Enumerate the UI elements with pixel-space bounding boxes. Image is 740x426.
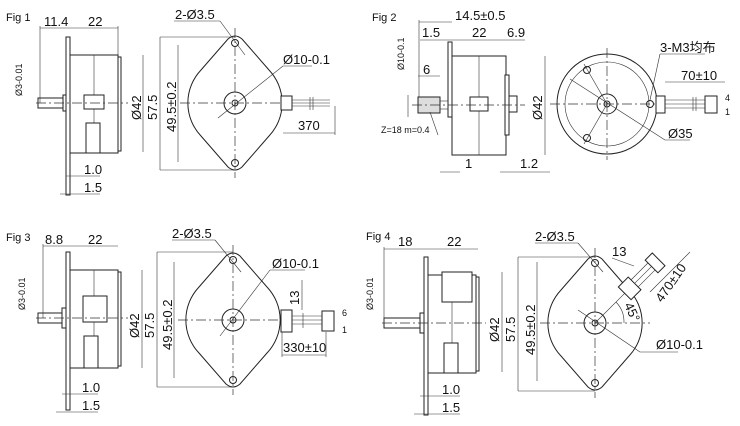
dim-flange-height: 57.5 <box>145 95 160 120</box>
side-view <box>36 36 128 196</box>
front-view: 6 1 49.5±0.2 2-Ø3.5 Ø10-0.1 13 330±10 <box>157 226 347 396</box>
pin-label-first: 1 <box>342 325 347 335</box>
dim-hole-pitch: 49.5±0.2 <box>523 304 538 355</box>
figure-3: Fig 3 8.8 22 Ø3-0.01 Ø42 57.5 1.0 1.5 6 … <box>6 226 347 413</box>
dim-rear: 6.9 <box>507 25 525 40</box>
dim-flange-thickness-2: 1.5 <box>84 180 102 195</box>
dim-shaft-length: 8.8 <box>45 232 63 247</box>
figure-2: Fig 2 14.5±0.5 1.5 22 6.9 Ø10-0.1 6 Z=18… <box>372 8 730 173</box>
dim-flange-height: 57.5 <box>142 313 157 338</box>
dimensions: 11.4 22 Ø3-0.01 Ø42 57.5 1.0 1.5 <box>14 14 161 195</box>
dim-flange-height: 57.5 <box>503 317 518 342</box>
dim-flange-thickness-2: 1.5 <box>442 400 460 415</box>
dim-connector-height: 13 <box>612 244 626 259</box>
pin-label-first: 1 <box>725 107 730 117</box>
dim-gear-dia: Ø10-0.1 <box>396 37 406 70</box>
dim-shaft-length: 18 <box>398 234 412 249</box>
dim-body-dia: Ø42 <box>129 95 144 120</box>
pin-label-last: 6 <box>342 308 347 318</box>
front-view: 49.5±0.2 2-Ø3.5 13 470±10 45° Ø10-0.1 <box>518 229 703 399</box>
dim-mount-holes: 2-Ø3.5 <box>535 229 575 244</box>
gear-spec: Z=18 m=0.4 <box>381 125 430 135</box>
dim-connector-height: 13 <box>287 291 302 305</box>
dim-gear-width: 6 <box>423 62 430 77</box>
dim-mount-holes: 3-M3均布 <box>660 40 716 55</box>
front-view: 4 1 3-M3均布 70±10 Ø35 <box>550 40 730 160</box>
dim-body-length: 22 <box>88 232 102 247</box>
dim-shaft-dia: Ø3-0.01 <box>17 277 27 310</box>
dim-boss-dia: Ø10-0.1 <box>283 52 330 67</box>
dim-body-dia: Ø42 <box>530 95 545 120</box>
dim-lead-length: 330±10 <box>283 340 326 355</box>
dim-flange-thickness: 1.0 <box>442 382 460 397</box>
dimensions: 8.8 22 Ø3-0.01 Ø42 57.5 1.0 1.5 <box>17 232 158 413</box>
dim-overall: 14.5±0.5 <box>455 8 506 23</box>
dim-flange-thickness: 1.0 <box>82 380 100 395</box>
dim-hole-pitch: 49.5±0.2 <box>160 299 175 350</box>
dim-shaft-dia: Ø3-0.01 <box>14 63 24 96</box>
dim-shaft-length: 11.4 <box>44 14 68 29</box>
dimensions: 18 22 Ø3-0.01 Ø42 57.5 1.0 1.5 <box>365 234 519 415</box>
figure-label: Fig 1 <box>6 12 30 24</box>
figure-label: Fig 2 <box>372 12 396 24</box>
figure-label: Fig 3 <box>6 232 30 244</box>
dim-gap: 1.5 <box>422 25 440 40</box>
dim-hole-pitch: 49.5±0.2 <box>164 81 179 132</box>
dim-flange-thickness: 1.0 <box>84 162 102 177</box>
side-view: 14.5±0.5 1.5 22 6.9 Ø10-0.1 6 Z=18 m=0.4… <box>381 8 550 173</box>
side-view <box>36 251 128 411</box>
dim-rear-thickness: 1.2 <box>520 156 538 171</box>
dim-mount-holes: 2-Ø3.5 <box>175 7 215 22</box>
dim-boss-dia: Ø10-0.1 <box>272 256 319 271</box>
dim-body-dia: Ø42 <box>487 317 502 342</box>
figure-4: Fig 4 18 22 Ø3-0.01 Ø42 57.5 1.0 1.5 49.… <box>365 229 703 416</box>
dim-body-length: 22 <box>88 14 102 29</box>
dim-body-dia: Ø42 <box>127 313 142 338</box>
dim-body-length: 22 <box>447 234 461 249</box>
dim-front-thickness: 1 <box>465 156 472 171</box>
figure-label: Fig 4 <box>366 231 390 243</box>
dim-boss-dia: Ø10-0.1 <box>656 337 703 352</box>
dim-flange-thickness-2: 1.5 <box>82 398 100 413</box>
dim-lead-length: 370 <box>298 118 320 133</box>
dim-pcd: Ø35 <box>668 126 693 141</box>
dim-lead-length: 70±10 <box>681 68 717 83</box>
figure-1: Fig 1 11.4 22 Ø3-0.01 Ø42 57.5 1.0 1.5 4… <box>6 7 336 196</box>
side-view <box>382 256 486 416</box>
dim-shaft-dia: Ø3-0.01 <box>365 277 375 310</box>
dim-mount-holes: 2-Ø3.5 <box>172 226 212 241</box>
front-view: 49.5±0.2 2-Ø3.5 Ø10-0.1 370 <box>160 7 336 179</box>
dim-body-length: 22 <box>472 25 486 40</box>
pin-label-last: 4 <box>725 93 730 103</box>
